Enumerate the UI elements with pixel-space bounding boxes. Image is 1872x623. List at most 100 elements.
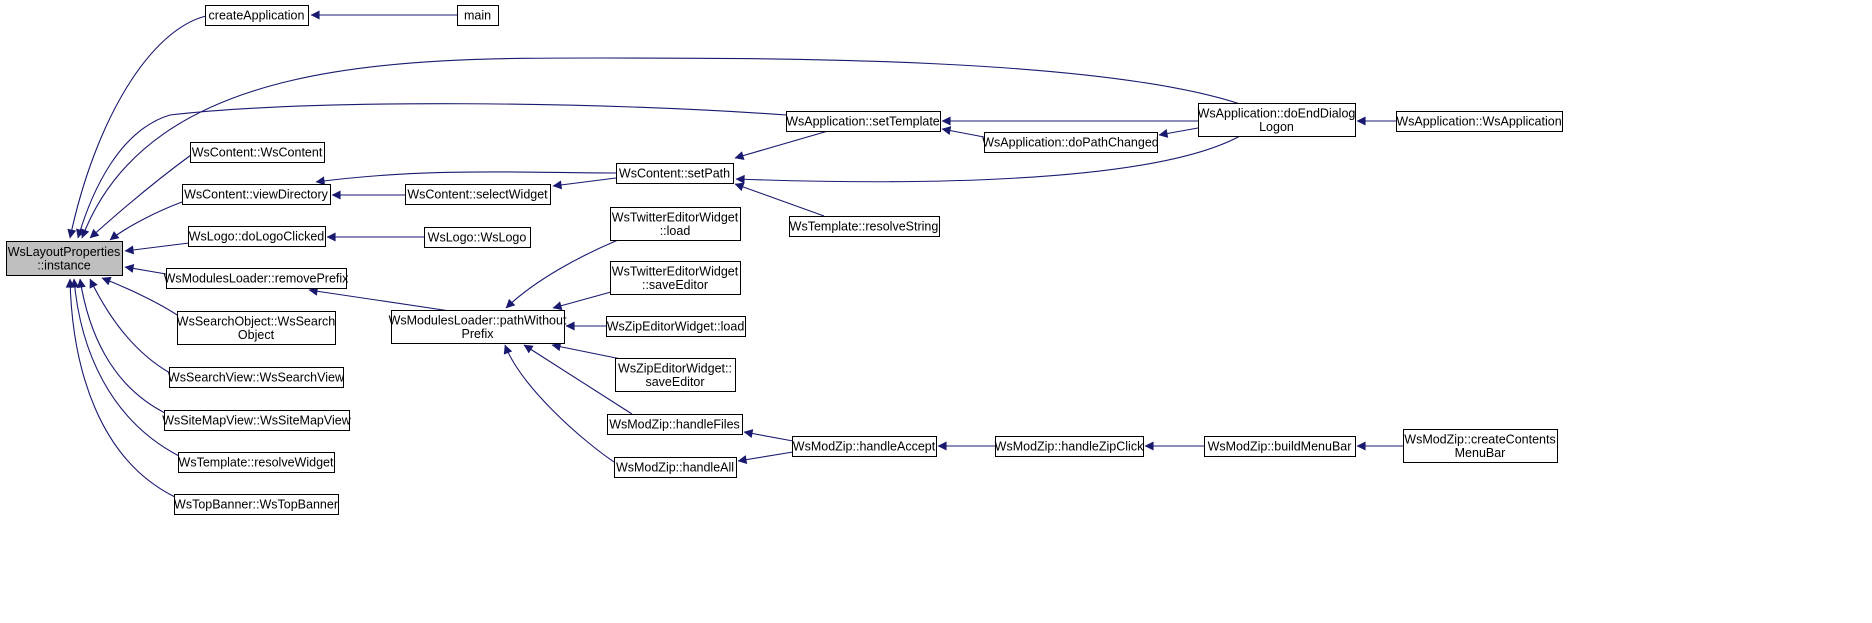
- node-box: [424, 227, 531, 248]
- node-label: WsModulesLoader::pathWithout: [389, 313, 567, 327]
- node-createApplication[interactable]: createApplication: [205, 5, 309, 26]
- node-viewDirectory[interactable]: WsContent::viewDirectory: [182, 184, 331, 205]
- node-twitterSave[interactable]: WsTwitterEditorWidget::saveEditor: [610, 261, 741, 295]
- node-setPath[interactable]: WsContent::setPath: [616, 163, 734, 184]
- node-doPathChanged[interactable]: WsApplication::doPathChanged: [982, 132, 1159, 153]
- node-instance[interactable]: WsLayoutProperties::instance: [6, 241, 123, 276]
- edge-zipSave-to-pathWithoutPrefix: [551, 342, 627, 361]
- node-setTemplate[interactable]: WsApplication::setTemplate: [786, 111, 941, 132]
- edge-pathWithoutPrefix-to-removePrefix: [308, 286, 451, 312]
- node-label: WsModZip::handleAccept: [793, 440, 936, 454]
- edge-handleFiles-to-pathWithoutPrefix: [523, 344, 633, 415]
- edge-doEndDialogLogon-to-setPath: [735, 135, 1241, 184]
- node-label: WsModulesLoader::removePrefix: [164, 272, 350, 286]
- node-label: WsTopBanner::WsTopBanner: [174, 498, 338, 512]
- node-WsLogo[interactable]: WsLogo::WsLogo: [424, 227, 531, 248]
- node-label: Prefix: [462, 327, 495, 341]
- node-box: [405, 184, 551, 205]
- node-selectWidget[interactable]: WsContent::selectWidget: [405, 184, 551, 205]
- node-label: saveEditor: [645, 375, 704, 389]
- node-box: [786, 111, 941, 132]
- node-WsTopBanner[interactable]: WsTopBanner::WsTopBanner: [174, 494, 339, 515]
- node-WsApplication[interactable]: WsApplication::WsApplication: [1396, 111, 1563, 132]
- node-box: [6, 241, 123, 276]
- node-handleAll[interactable]: WsModZip::handleAll: [614, 457, 737, 478]
- edge-WsTopBanner-to-instance: [65, 278, 176, 498]
- node-box: [984, 132, 1158, 153]
- edge-WsSearchObject-to-instance: [101, 276, 181, 318]
- node-box: [1403, 429, 1558, 463]
- node-WsSearchView[interactable]: WsSearchView::WsSearchView: [168, 367, 345, 388]
- node-box: [1396, 111, 1563, 132]
- node-label: WsLayoutProperties: [8, 245, 121, 259]
- node-label: ::instance: [37, 258, 91, 272]
- node-doLogoClicked[interactable]: WsLogo::doLogoClicked: [188, 226, 326, 247]
- edge-WsSiteMapView-to-instance: [76, 278, 166, 414]
- node-label: Object: [238, 328, 275, 342]
- node-box: [164, 410, 350, 431]
- node-label: ::saveEditor: [642, 278, 708, 292]
- node-label: WsSearchView::WsSearchView: [168, 371, 345, 385]
- edge-doEndDialogLogon-to-doPathChanged: [1158, 127, 1199, 138]
- node-box: [205, 5, 309, 26]
- node-label: WsContent::viewDirectory: [184, 188, 329, 202]
- node-label: WsLogo::doLogoClicked: [189, 230, 325, 244]
- node-box: [610, 261, 741, 295]
- edge-doLogoClicked-to-instance: [124, 242, 190, 255]
- node-zipSave[interactable]: WsZipEditorWidget::saveEditor: [615, 358, 736, 392]
- node-box: [789, 216, 940, 237]
- edge-createApplication-to-instance: [67, 15, 207, 239]
- node-label: WsModZip::createContents: [1404, 432, 1555, 446]
- node-twitterLoad[interactable]: WsTwitterEditorWidget::load: [610, 207, 741, 241]
- node-label: main: [464, 9, 491, 23]
- edge-setPath-to-viewDirectory: [315, 171, 617, 186]
- edge-setPath-to-selectWidget: [552, 177, 617, 190]
- node-box: [391, 310, 565, 344]
- node-resolveString[interactable]: WsTemplate::resolveString: [789, 216, 940, 237]
- node-label: WsLogo::WsLogo: [428, 231, 527, 245]
- node-zipLoad[interactable]: WsZipEditorWidget::load: [606, 316, 746, 337]
- node-box: [995, 436, 1144, 457]
- node-label: ::load: [660, 224, 691, 238]
- node-label: WsApplication::doPathChanged: [982, 136, 1159, 150]
- node-label: WsTemplate::resolveWidget: [179, 456, 334, 470]
- node-box: [178, 452, 335, 473]
- node-buildMenuBar[interactable]: WsModZip::buildMenuBar: [1204, 436, 1356, 457]
- node-box: [615, 358, 736, 392]
- edge-WsContent_WsContent-to-instance: [89, 154, 192, 239]
- node-handleZipClick[interactable]: WsModZip::handleZipClick: [995, 436, 1144, 457]
- node-label: WsTwitterEditorWidget: [612, 264, 739, 278]
- node-label: WsTemplate::resolveString: [790, 220, 939, 234]
- node-main[interactable]: main: [457, 5, 499, 26]
- node-WsSearchObject[interactable]: WsSearchObject::WsSearchObject: [177, 311, 336, 345]
- node-label: WsTwitterEditorWidget: [612, 210, 739, 224]
- node-label: WsSearchObject::WsSearch: [177, 314, 335, 328]
- node-box: [457, 5, 499, 26]
- edges-layer: [65, 10, 1403, 498]
- edge-resolveWidget-to-instance: [70, 278, 180, 457]
- node-box: [607, 414, 743, 435]
- node-box: [166, 268, 347, 289]
- node-label: WsSiteMapView::WsSiteMapView: [162, 414, 351, 428]
- node-label: WsModZip::handleFiles: [609, 418, 740, 432]
- edge-viewDirectory-to-instance: [109, 201, 183, 241]
- node-label: WsContent::WsContent: [192, 146, 323, 160]
- node-box: [614, 457, 737, 478]
- node-handleAccept[interactable]: WsModZip::handleAccept: [792, 436, 937, 457]
- node-handleFiles[interactable]: WsModZip::handleFiles: [607, 414, 743, 435]
- node-WsSiteMapView[interactable]: WsSiteMapView::WsSiteMapView: [162, 410, 352, 431]
- node-removePrefix[interactable]: WsModulesLoader::removePrefix: [164, 268, 350, 289]
- node-WsContent_WsContent[interactable]: WsContent::WsContent: [190, 142, 325, 163]
- node-box: [616, 163, 734, 184]
- node-box: [169, 367, 344, 388]
- edge-resolveString-to-setPath: [734, 182, 825, 217]
- node-label: WsContent::setPath: [619, 167, 730, 181]
- node-box: [182, 184, 331, 205]
- nodes-layer: WsLayoutProperties::instance createApplic…: [6, 5, 1563, 515]
- node-resolveWidget[interactable]: WsTemplate::resolveWidget: [178, 452, 335, 473]
- node-label: MenuBar: [1455, 446, 1506, 460]
- node-label: WsApplication::WsApplication: [1396, 115, 1561, 129]
